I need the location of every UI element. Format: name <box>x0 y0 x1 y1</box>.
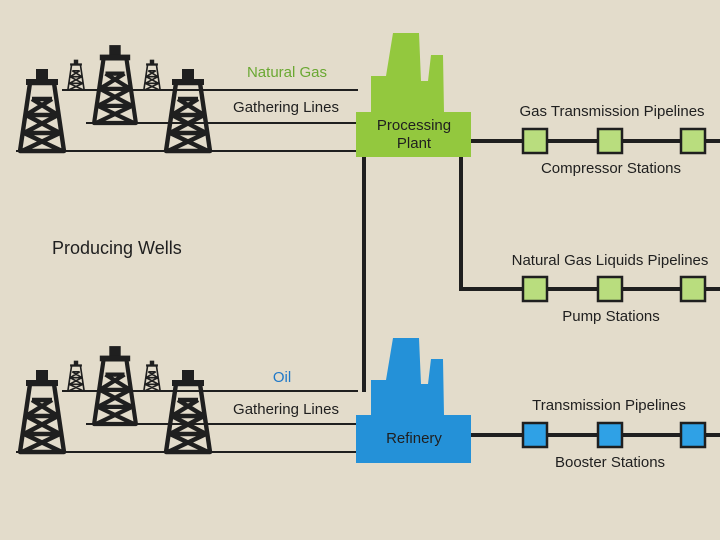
oil-derrick-icon <box>144 361 160 391</box>
pipelines <box>459 139 720 437</box>
gathering-lines <box>92 89 358 453</box>
oil-derrick-icon <box>68 60 84 90</box>
gas-transmission-pipelines-label: Gas Transmission Pipelines <box>519 103 705 120</box>
compressor-stations-label: Compressor Stations <box>540 160 682 177</box>
processing-plant-icon <box>356 33 471 157</box>
pump-stations-label: Pump Stations <box>562 308 660 325</box>
station-square-icon <box>521 275 549 303</box>
station-square-icon <box>521 421 549 449</box>
oil-derrick-icon <box>94 45 136 123</box>
refinery-icon <box>356 338 471 463</box>
gas-well-field <box>16 45 216 151</box>
oil-derrick-icon <box>166 69 210 151</box>
oil-gathering-lines-label: Gathering Lines <box>233 401 339 418</box>
station-square-icon <box>521 127 549 155</box>
gas-gathering-lines-label: Gathering Lines <box>233 99 339 116</box>
station-square-icon <box>679 275 707 303</box>
pump-stations <box>521 275 707 303</box>
refinery-label: Refinery <box>386 430 442 447</box>
booster-stations-label: Booster Stations <box>554 454 666 471</box>
oil-derrick-icon <box>94 346 136 424</box>
oil-label: Oil <box>272 369 292 386</box>
oil-derrick-icon <box>166 370 210 452</box>
oil-derrick-icon <box>68 361 84 391</box>
booster-stations <box>521 421 707 449</box>
station-square-icon <box>596 275 624 303</box>
oil-derrick-icon <box>20 69 64 151</box>
transmission-pipelines-label: Transmission Pipelines <box>532 397 686 414</box>
producing-wells-label: Producing Wells <box>52 238 182 258</box>
natural-gas-label: Natural Gas <box>246 64 328 81</box>
oil-derrick-icon <box>144 60 160 90</box>
compressor-stations <box>521 127 707 155</box>
ngl-pipelines-label: Natural Gas Liquids Pipelines <box>511 252 709 269</box>
station-square-icon <box>679 421 707 449</box>
processing-plant-label: Processing Plant <box>376 117 452 152</box>
station-square-icon <box>596 421 624 449</box>
station-square-icon <box>679 127 707 155</box>
oil-well-field <box>16 346 216 452</box>
station-square-icon <box>596 127 624 155</box>
oil-derrick-icon <box>20 370 64 452</box>
